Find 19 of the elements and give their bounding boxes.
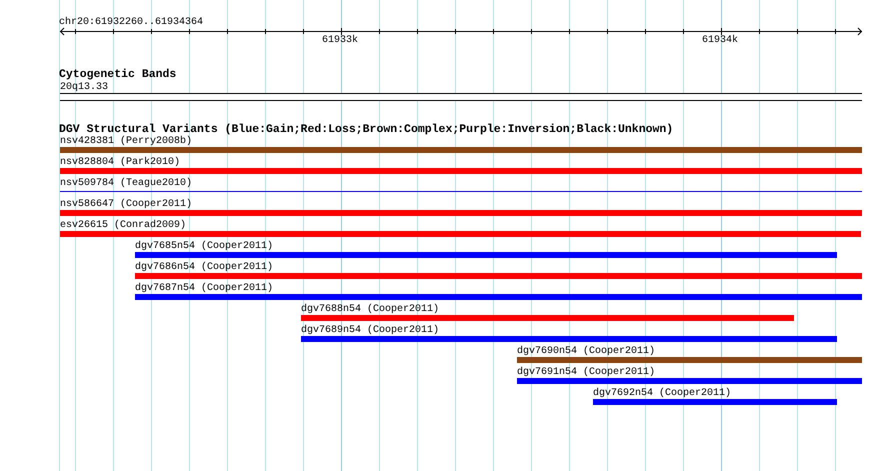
track-title: Cytogenetic Bands bbox=[59, 68, 176, 81]
variant-label: nsv586647 (Cooper2011) bbox=[60, 199, 192, 211]
variant-label: dgv7692n54 (Cooper2011) bbox=[593, 388, 732, 400]
variant-label: dgv7685n54 (Cooper2011) bbox=[135, 241, 274, 253]
tick-label: 61934k bbox=[702, 35, 738, 47]
locus-range-text: chr20:61932260..61934364 bbox=[59, 17, 204, 29]
variant-label: dgv7690n54 (Cooper2011) bbox=[517, 346, 656, 358]
variant-label: nsv828804 (Park2010) bbox=[60, 157, 180, 169]
variant-label: dgv7689n54 (Cooper2011) bbox=[301, 325, 440, 337]
variant-label: esv26615 (Conrad2009) bbox=[60, 220, 186, 232]
variant-label: dgv7691n54 (Cooper2011) bbox=[517, 367, 656, 379]
tick-label: 61933k bbox=[322, 35, 358, 47]
track-title: DGV Structural Variants (Blue:Gain;Red:Loss;Brown:Complex;Purple:Inversion;Black:Unknown) bbox=[59, 123, 674, 136]
variant-label: nsv509784 (Teague2010) bbox=[60, 178, 192, 190]
variant-label: dgv7688n54 (Cooper2011) bbox=[301, 304, 440, 316]
variant-label: dgv7686n54 (Cooper2011) bbox=[135, 262, 274, 274]
band-label: 20q13.33 bbox=[60, 82, 108, 94]
variant-label: dgv7687n54 (Cooper2011) bbox=[135, 283, 274, 295]
variant-label: nsv428381 (Perry2008b) bbox=[60, 136, 192, 148]
